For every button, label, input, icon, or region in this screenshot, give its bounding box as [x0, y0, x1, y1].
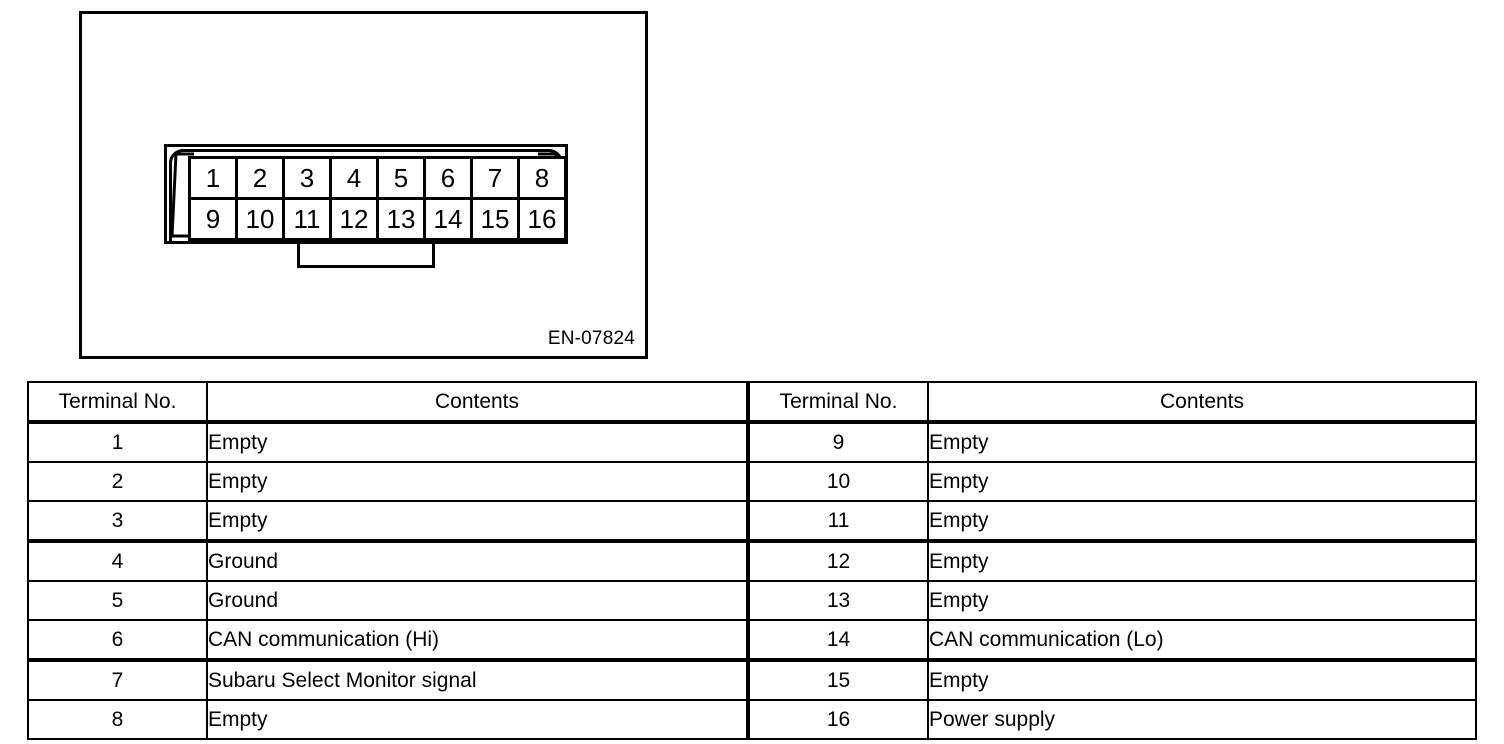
cell-contents: Empty — [206, 421, 748, 463]
obd-connector-drawing: 1 2 3 4 5 6 7 8 9 10 11 12 13 14 15 16 — [164, 144, 568, 280]
cell-terminal-no: 12 — [748, 539, 929, 582]
cell-terminal-no: 7 — [27, 658, 208, 701]
table-row: 9 Empty — [748, 421, 1477, 463]
cell-terminal-no: 13 — [748, 580, 929, 621]
cell-contents: Ground — [206, 580, 748, 621]
pin-cell-12: 12 — [329, 197, 379, 241]
cell-contents: Empty — [927, 539, 1477, 582]
table-row: 13 Empty — [748, 580, 1477, 621]
cell-contents: CAN communication (Hi) — [206, 619, 748, 661]
cell-terminal-no: 3 — [27, 500, 208, 542]
pin-cell-15: 15 — [470, 197, 520, 241]
terminal-table-right: Terminal No. Contents 9 Empty 10 Empty 1… — [748, 381, 1477, 740]
cell-contents: Empty — [927, 461, 1477, 502]
pin-cell-5: 5 — [376, 156, 426, 200]
pin-cell-10: 10 — [235, 197, 285, 241]
connector-illustration-box: 1 2 3 4 5 6 7 8 9 10 11 12 13 14 15 16 E… — [79, 11, 648, 359]
header-contents: Contents — [206, 381, 748, 424]
cell-contents: Empty — [206, 699, 748, 740]
pin-cell-11: 11 — [282, 197, 332, 241]
header-terminal-no: Terminal No. — [748, 381, 929, 424]
connector-locking-tab — [297, 244, 435, 268]
pin-cell-7: 7 — [470, 156, 520, 200]
pin-cell-16: 16 — [517, 197, 567, 241]
pin-cell-1: 1 — [188, 156, 238, 200]
cell-terminal-no: 5 — [27, 580, 208, 621]
cell-terminal-no: 14 — [748, 619, 929, 661]
cell-terminal-no: 11 — [748, 500, 929, 542]
cell-terminal-no: 4 — [27, 539, 208, 582]
cell-contents: Subaru Select Monitor signal — [206, 658, 748, 701]
table-row: 7 Subaru Select Monitor signal — [27, 658, 748, 701]
table-row: 11 Empty — [748, 500, 1477, 542]
cell-terminal-no: 1 — [27, 421, 208, 463]
pin-cell-3: 3 — [282, 156, 332, 200]
cell-terminal-no: 16 — [748, 699, 929, 740]
cell-contents: Empty — [927, 500, 1477, 542]
pin-cell-6: 6 — [423, 156, 473, 200]
table-row: 16 Power supply — [748, 699, 1477, 740]
cell-terminal-no: 10 — [748, 461, 929, 502]
cell-contents: CAN communication (Lo) — [927, 619, 1477, 661]
table-row: 6 CAN communication (Hi) — [27, 619, 748, 661]
cell-contents: Empty — [927, 580, 1477, 621]
connector-left-wall — [170, 152, 196, 238]
cell-terminal-no: 9 — [748, 421, 929, 463]
cell-contents: Power supply — [927, 699, 1477, 740]
table-row: 4 Ground — [27, 539, 748, 582]
pin-cell-13: 13 — [376, 197, 426, 241]
cell-terminal-no: 15 — [748, 658, 929, 701]
table-row: 3 Empty — [27, 500, 748, 542]
header-contents: Contents — [927, 381, 1477, 424]
table-row: 2 Empty — [27, 461, 748, 502]
table-row: 14 CAN communication (Lo) — [748, 619, 1477, 661]
table-row: 5 Ground — [27, 580, 748, 621]
pin-cell-4: 4 — [329, 156, 379, 200]
table-row: 12 Empty — [748, 539, 1477, 582]
figure-code-label: EN-07824 — [547, 328, 635, 349]
pin-row-top: 1 2 3 4 5 6 7 8 — [188, 156, 567, 200]
pin-cell-2: 2 — [235, 156, 285, 200]
table-row: 10 Empty — [748, 461, 1477, 502]
cell-terminal-no: 6 — [27, 619, 208, 661]
cell-terminal-no: 2 — [27, 461, 208, 502]
cell-contents: Ground — [206, 539, 748, 582]
pin-row-bottom: 9 10 11 12 13 14 15 16 — [188, 197, 567, 241]
table-row: 1 Empty — [27, 421, 748, 463]
cell-contents: Empty — [927, 658, 1477, 701]
terminal-table-left: Terminal No. Contents 1 Empty 2 Empty 3 … — [27, 381, 748, 740]
connector-pin-grid: 1 2 3 4 5 6 7 8 9 10 11 12 13 14 15 16 — [188, 156, 567, 241]
pin-cell-9: 9 — [188, 197, 238, 241]
table-header-row: Terminal No. Contents — [748, 381, 1477, 424]
table-row: 15 Empty — [748, 658, 1477, 701]
header-terminal-no: Terminal No. — [27, 381, 208, 424]
cell-terminal-no: 8 — [27, 699, 208, 740]
cell-contents: Empty — [206, 461, 748, 502]
cell-contents: Empty — [927, 421, 1477, 463]
pin-cell-8: 8 — [517, 156, 567, 200]
table-header-row: Terminal No. Contents — [27, 381, 748, 424]
table-row: 8 Empty — [27, 699, 748, 740]
cell-contents: Empty — [206, 500, 748, 542]
pin-cell-14: 14 — [423, 197, 473, 241]
